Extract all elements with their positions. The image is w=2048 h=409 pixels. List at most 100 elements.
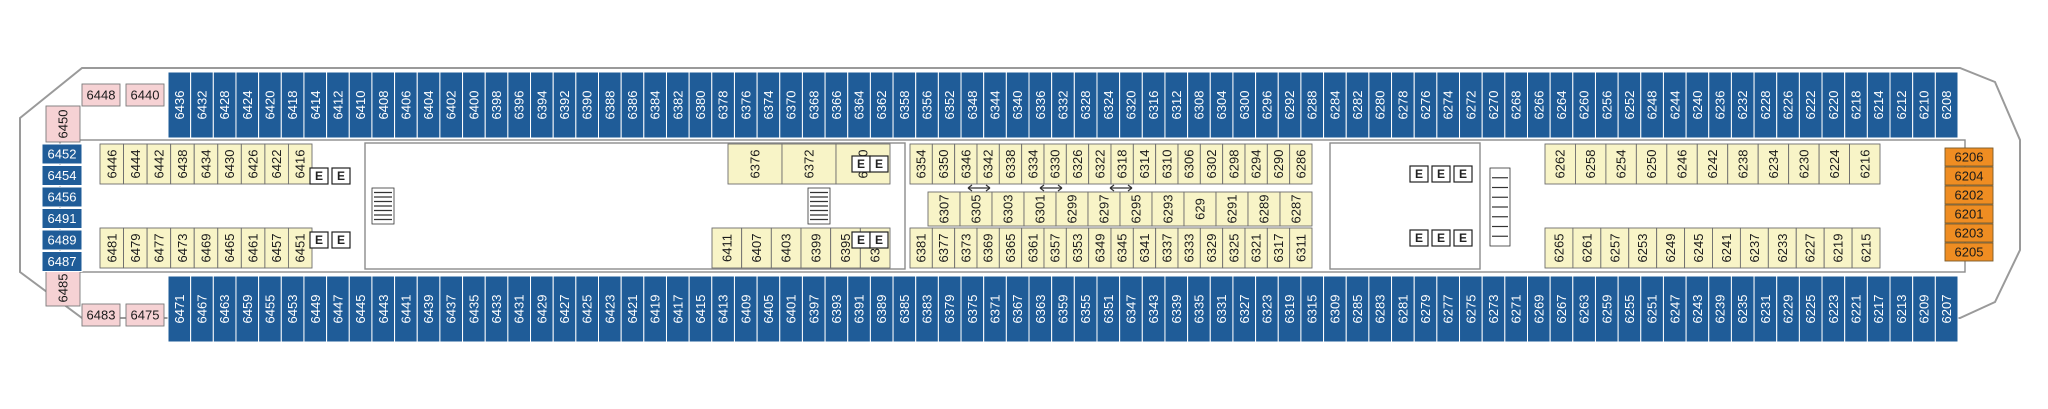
cabin-6253[interactable]: 6253 (1628, 227, 1658, 269)
cabin-6402[interactable]: 6402 (439, 71, 464, 139)
cabin-6258[interactable]: 6258 (1575, 143, 1607, 185)
cabin-6371[interactable]: 6371 (983, 275, 1007, 343)
cabin-6384[interactable]: 6384 (643, 71, 667, 139)
cabin-6381[interactable]: 6381 (909, 227, 933, 269)
cabin-629[interactable]: 629 (1183, 191, 1217, 227)
cabin-6363[interactable]: 6363 (1028, 275, 1053, 343)
cabin-6286[interactable]: 6286 (1289, 143, 1313, 185)
cabin-6388[interactable]: 6388 (598, 71, 622, 139)
cabin-6489[interactable]: 6489 (41, 229, 83, 251)
cabin-6473[interactable]: 6473 (170, 227, 195, 269)
cabin-6251[interactable]: 6251 (1640, 275, 1664, 343)
cabin-6222[interactable]: 6222 (1798, 71, 1823, 139)
cabin-6310[interactable]: 6310 (1155, 143, 1179, 185)
cabin-6477[interactable]: 6477 (146, 227, 172, 269)
cabin-6306[interactable]: 6306 (1177, 143, 1201, 185)
cabin-6469[interactable]: 6469 (193, 227, 219, 269)
cabin-6261[interactable]: 6261 (1572, 227, 1602, 269)
cabin-6299[interactable]: 6299 (1055, 191, 1089, 227)
cabin-6428[interactable]: 6428 (212, 71, 237, 139)
cabin-6479[interactable]: 6479 (123, 227, 148, 269)
cabin-6246[interactable]: 6246 (1666, 143, 1698, 185)
cabin-6455[interactable]: 6455 (258, 275, 282, 343)
cabin-6226[interactable]: 6226 (1776, 71, 1800, 139)
cabin-6320[interactable]: 6320 (1119, 71, 1143, 139)
cabin-6289[interactable]: 6289 (1247, 191, 1281, 227)
cabin-6215[interactable]: 6215 (1851, 227, 1881, 269)
cabin-6264[interactable]: 6264 (1549, 71, 1574, 139)
cabin-6239[interactable]: 6239 (1708, 275, 1732, 343)
cabin-6333[interactable]: 6333 (1177, 227, 1201, 269)
cabin-6396[interactable]: 6396 (507, 71, 532, 139)
cabin-6453[interactable]: 6453 (280, 275, 305, 343)
cabin-6376[interactable]: 6376 (727, 143, 783, 185)
cabin-6205[interactable]: 6205 (1944, 242, 1994, 262)
cabin-6224[interactable]: 6224 (1818, 143, 1850, 185)
cabin-6229[interactable]: 6229 (1776, 275, 1800, 343)
cabin-6401[interactable]: 6401 (779, 275, 803, 343)
cabin-6208[interactable]: 6208 (1934, 71, 1959, 139)
cabin-6351[interactable]: 6351 (1096, 275, 1121, 343)
cabin-6487[interactable]: 6487 (41, 251, 83, 272)
cabin-6249[interactable]: 6249 (1656, 227, 1686, 269)
cabin-6214[interactable]: 6214 (1866, 71, 1891, 139)
cabin-6397[interactable]: 6397 (801, 275, 826, 343)
cabin-6318[interactable]: 6318 (1110, 143, 1134, 185)
cabin-6266[interactable]: 6266 (1526, 71, 1551, 139)
cabin-6445[interactable]: 6445 (348, 275, 373, 343)
cabin-6392[interactable]: 6392 (552, 71, 577, 139)
cabin-6234[interactable]: 6234 (1757, 143, 1790, 185)
cabin-6288[interactable]: 6288 (1300, 71, 1325, 139)
cabin-6309[interactable]: 6309 (1323, 275, 1347, 343)
cabin-6481[interactable]: 6481 (99, 227, 125, 269)
cabin-6444[interactable]: 6444 (123, 143, 148, 185)
cabin-6237[interactable]: 6237 (1739, 227, 1769, 269)
cabin-6203[interactable]: 6203 (1944, 223, 1994, 243)
cabin-6442[interactable]: 6442 (146, 143, 172, 185)
cabin-6361[interactable]: 6361 (1021, 227, 1045, 269)
cabin-6271[interactable]: 6271 (1504, 275, 1528, 343)
cabin-6323[interactable]: 6323 (1255, 275, 1279, 343)
cabin-6385[interactable]: 6385 (892, 275, 917, 343)
cabin-6293[interactable]: 6293 (1151, 191, 1185, 227)
cabin-6416[interactable]: 6416 (287, 143, 313, 185)
cabin-6240[interactable]: 6240 (1685, 71, 1710, 139)
cabin-6292[interactable]: 6292 (1277, 71, 1302, 139)
cabin-6281[interactable]: 6281 (1391, 275, 1415, 343)
cabin-6330[interactable]: 6330 (1043, 143, 1067, 185)
cabin-6399[interactable]: 6399 (800, 227, 832, 269)
cabin-6338[interactable]: 6338 (998, 143, 1023, 185)
cabin-6418[interactable]: 6418 (280, 71, 305, 139)
cabin-6304[interactable]: 6304 (1209, 71, 1234, 139)
cabin-6231[interactable]: 6231 (1753, 275, 1778, 343)
cabin-6341[interactable]: 6341 (1132, 227, 1157, 269)
cabin-6326[interactable]: 6326 (1065, 143, 1090, 185)
cabin-6382[interactable]: 6382 (665, 71, 690, 139)
cabin-6257[interactable]: 6257 (1600, 227, 1630, 269)
cabin-6314[interactable]: 6314 (1132, 143, 1157, 185)
cabin-6346[interactable]: 6346 (954, 143, 978, 185)
cabin-6267[interactable]: 6267 (1549, 275, 1574, 343)
cabin-6417[interactable]: 6417 (665, 275, 690, 343)
cabin-6295[interactable]: 6295 (1119, 191, 1153, 227)
cabin-6467[interactable]: 6467 (190, 275, 214, 343)
cabin-6349[interactable]: 6349 (1088, 227, 1112, 269)
suite-6485[interactable]: 6485 (45, 269, 81, 307)
cabin-6291[interactable]: 6291 (1215, 191, 1249, 227)
cabin-6394[interactable]: 6394 (530, 71, 554, 139)
cabin-6391[interactable]: 6391 (847, 275, 871, 343)
cabin-6225[interactable]: 6225 (1798, 275, 1823, 343)
cabin-6405[interactable]: 6405 (756, 275, 781, 343)
cabin-6207[interactable]: 6207 (1934, 275, 1959, 343)
cabin-6315[interactable]: 6315 (1300, 275, 1325, 343)
cabin-6270[interactable]: 6270 (1481, 71, 1506, 139)
cabin-6350[interactable]: 6350 (931, 143, 956, 185)
suite-6440[interactable]: 6440 (125, 83, 165, 107)
cabin-6324[interactable]: 6324 (1096, 71, 1121, 139)
cabin-6262[interactable]: 6262 (1544, 143, 1576, 185)
cabin-6227[interactable]: 6227 (1795, 227, 1825, 269)
cabin-6403[interactable]: 6403 (770, 227, 802, 269)
cabin-6228[interactable]: 6228 (1753, 71, 1778, 139)
cabin-6339[interactable]: 6339 (1164, 275, 1189, 343)
cabin-6272[interactable]: 6272 (1459, 71, 1483, 139)
